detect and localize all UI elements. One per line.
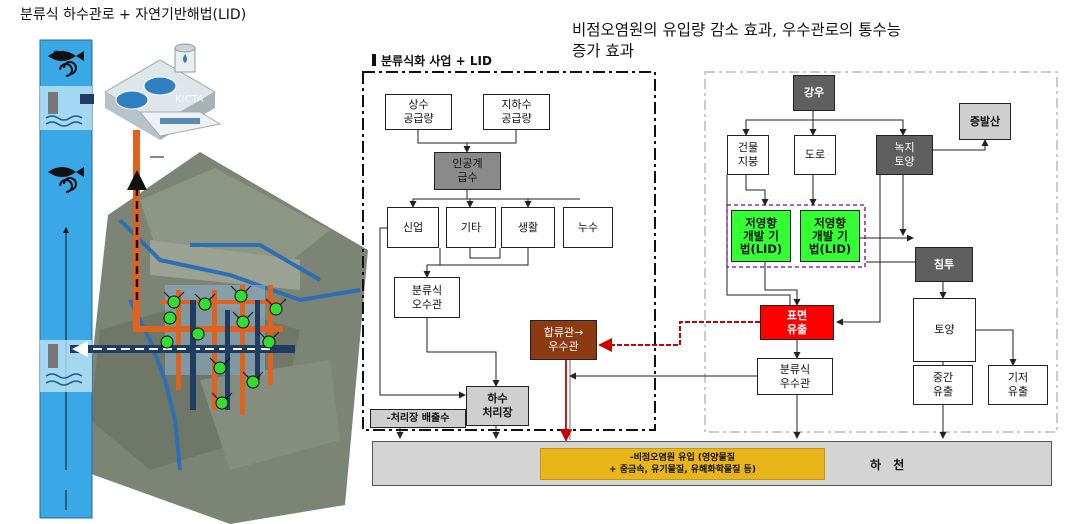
other-use-box: 기타	[446, 207, 496, 248]
watermark-text: KICTA	[175, 94, 204, 105]
treatment-discharge-label: -처리장 배출수	[370, 409, 466, 428]
road-box: 도로	[794, 135, 836, 175]
nps-inflow-box: -비점오염원 유입 (영양물질 + 중금속, 유기물질, 유해화학물질 등)	[540, 448, 825, 480]
water-supply-box: 상수 공급량	[385, 94, 452, 130]
outfall-pipe-icon	[48, 344, 58, 368]
treatment-plant-icon: KICTA	[104, 43, 222, 140]
infiltration-box: 침투	[915, 247, 973, 282]
evaporation-box: 증발산	[959, 103, 1011, 140]
baseflow-box: 기저 유출	[988, 365, 1048, 405]
fish-icon	[48, 167, 84, 177]
outfall-pipe-icon	[48, 92, 58, 114]
interflow-box: 중간 유출	[913, 365, 973, 405]
storm-sewer-box: 분류식 우수관	[757, 358, 833, 395]
lid-node-icons	[160, 289, 283, 410]
fish-icon	[48, 51, 84, 61]
domestic-use-box: 생활	[501, 207, 555, 248]
building-roof-box: 건물 지붕	[727, 135, 769, 175]
lid-project-frame	[362, 71, 656, 431]
separate-sewer-box: 분류식 오수관	[394, 277, 460, 318]
lid-box-2: 저영향 개발 기 법(LID)	[800, 210, 860, 262]
site-illustration: ≋ KICTA	[39, 39, 368, 524]
soil-box: 토양	[913, 298, 976, 362]
rainfall-box: 강우	[793, 75, 835, 111]
leakage-box: 누수	[563, 207, 613, 248]
artificial-supply-box: 인공계 급수	[434, 152, 501, 190]
natural-cycle-frame	[704, 71, 1058, 433]
lid-box-1: 저영향 개발 기 법(LID)	[731, 210, 791, 262]
lid-project-label: 분류식화 사업 + LID	[372, 52, 492, 69]
cycle-icon	[59, 61, 77, 77]
left-title: 분류식 하수관로 + 자연기반해법(LID)	[20, 7, 247, 23]
right-title-line1: 비점오염원의 유입량 감소 효과, 우수관로의 통수능	[572, 21, 902, 39]
green-land-box: 녹지 토양	[876, 135, 933, 175]
cycle-icon	[59, 177, 77, 193]
combined-to-storm-box: 합류관→ 우수관	[530, 320, 597, 360]
industry-box: 신업	[387, 207, 439, 248]
surface-runoff-box: 표면 유출	[760, 305, 834, 340]
right-title-line2: 증가 효과	[572, 42, 634, 60]
river-label: 하 천	[870, 458, 909, 472]
right-title: 비점오염원의 유입량 감소 효과, 우수관로의 통수능 증가 효과	[572, 20, 901, 62]
groundwater-box: 지하수 공급량	[483, 94, 550, 130]
treatment-plant-box: 하수 처리장	[466, 386, 529, 426]
map-stream	[118, 218, 361, 303]
